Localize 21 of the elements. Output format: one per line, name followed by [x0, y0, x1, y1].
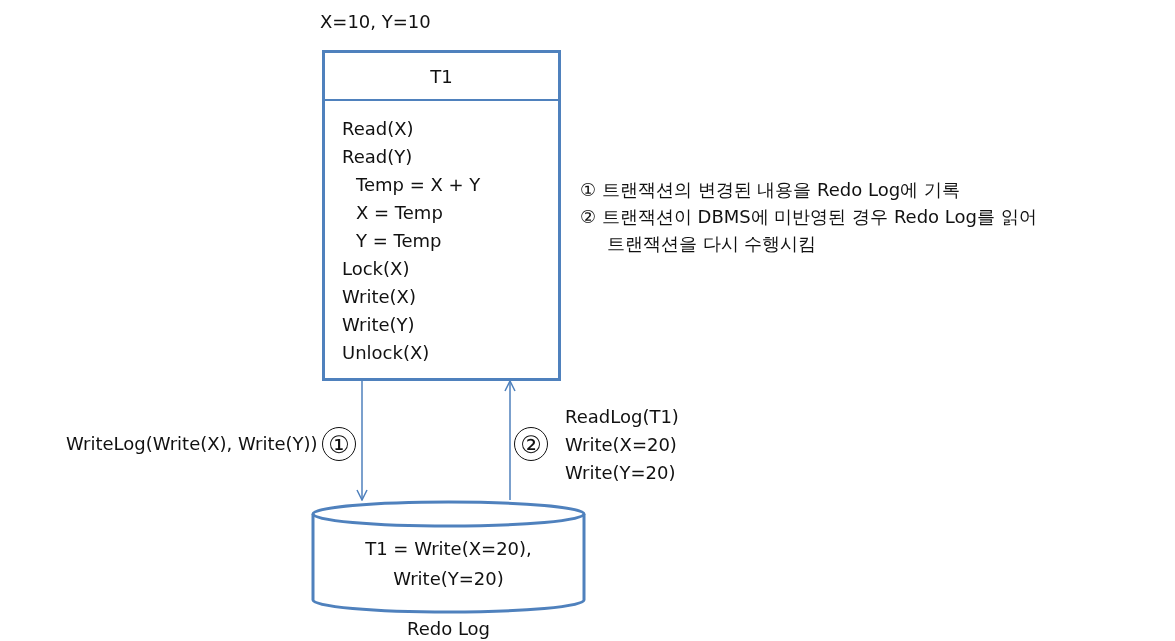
arrow: [504, 380, 516, 501]
note-text: ② 트랜잭션이 DBMS에 미반영된 경우 Redo Log를 읽어 트랜잭션을 다시 수행시킴: [580, 205, 1038, 256]
statement-text: Unlock(X): [342, 341, 430, 365]
caption-text: Redo Log: [405, 617, 492, 641]
cylinder-storage: [311, 500, 586, 614]
statement-text: Write(X): [342, 285, 416, 309]
statement-text: Temp = X + Y: [356, 173, 481, 197]
arrow: [356, 380, 368, 501]
edge-label: WriteLog(Write(X), Write(Y)): [66, 432, 318, 456]
note-text: ① 트랜잭션의 변경된 내용을 Redo Log에 기록: [580, 178, 960, 202]
storage-text: T1 = Write(X=20), Write(Y=20): [364, 537, 533, 591]
statement-text: Lock(X): [342, 257, 410, 281]
statement-text: Read(Y): [342, 145, 413, 169]
edge-label: ReadLog(T1) Write(X=20) Write(Y=20): [565, 405, 680, 485]
box-header: T1: [325, 53, 558, 101]
statement-text: X = Temp: [356, 201, 443, 225]
statement-text: Read(X): [342, 117, 414, 141]
initial-values-text: X=10, Y=10: [320, 10, 431, 34]
transaction-box: [322, 50, 561, 381]
statement-text: Y = Temp: [356, 229, 442, 253]
statement-text: Write(Y): [342, 313, 415, 337]
